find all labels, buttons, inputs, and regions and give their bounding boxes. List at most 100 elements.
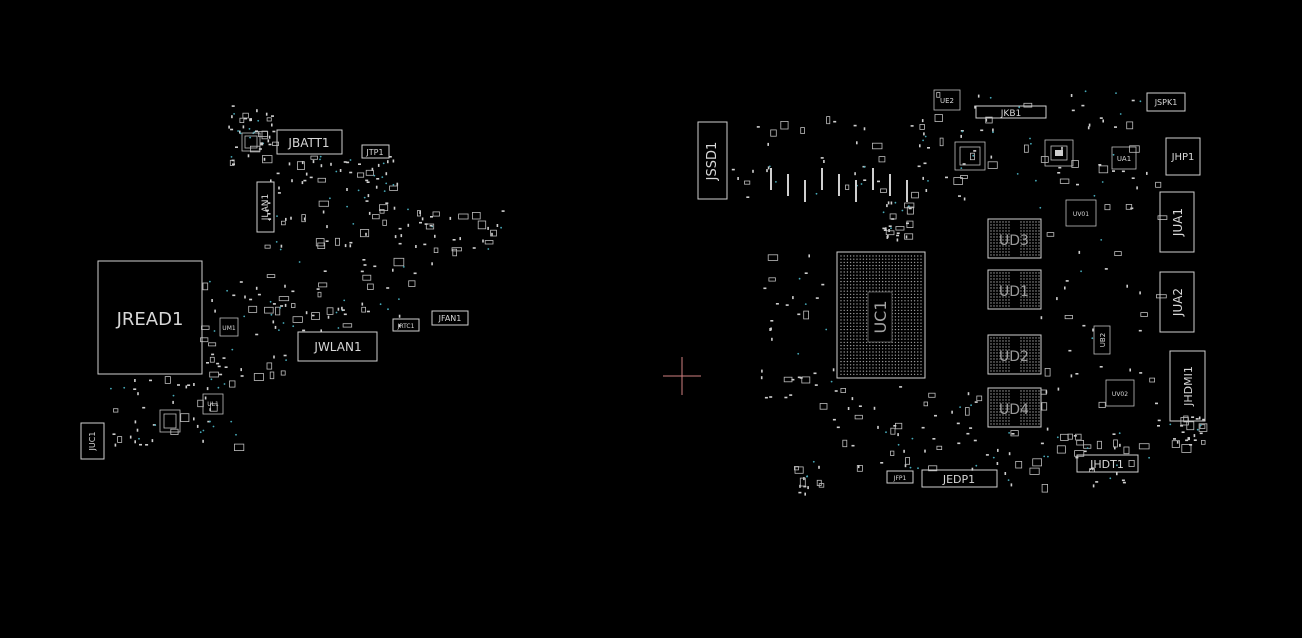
component-juc1[interactable]: JUC1 <box>80 422 105 460</box>
bga-ball <box>910 354 913 356</box>
bga-ball <box>891 344 893 347</box>
passive-component <box>1064 314 1073 320</box>
component-jua1[interactable]: JUA1 <box>1159 191 1195 253</box>
bga-ball <box>1026 281 1028 283</box>
bga-ball <box>913 370 916 372</box>
component-left-ic[interactable] <box>241 132 261 152</box>
bga-ball <box>862 309 865 312</box>
via <box>487 248 490 250</box>
bga-ball <box>913 325 916 328</box>
bga-ball <box>904 332 906 334</box>
component-ud4[interactable]: UD4 <box>987 387 1042 428</box>
smd-pad <box>962 163 966 165</box>
smd-pad <box>365 200 369 202</box>
bga-ball <box>901 284 903 286</box>
bga-ball <box>846 268 849 270</box>
bga-ball <box>1005 272 1007 274</box>
component-uv01[interactable]: UV01 <box>1065 199 1097 227</box>
passive-component <box>826 116 831 125</box>
component-jhdt1[interactable]: JHDT1 <box>1076 454 1139 473</box>
component-uc1[interactable]: UC1 <box>836 251 926 379</box>
component-ud2[interactable]: UD2 <box>987 334 1042 375</box>
bga-ball <box>993 370 995 372</box>
bga-ball <box>1038 414 1040 416</box>
label-jread1: JREAD1 <box>116 309 184 330</box>
passive-component <box>794 466 804 474</box>
bga-ball <box>853 296 855 299</box>
bga-ball <box>1032 299 1034 301</box>
bga-ball <box>891 280 893 283</box>
via <box>804 303 807 305</box>
bga-ball <box>999 364 1001 366</box>
bga-ball <box>1029 287 1031 289</box>
bga-ball <box>999 296 1001 298</box>
component-ue2[interactable]: UE2 <box>933 89 961 111</box>
smd-pad <box>791 378 795 381</box>
bga-ball <box>907 300 909 302</box>
bga-ball <box>875 261 877 264</box>
bga-ball <box>856 261 858 264</box>
component-ud3[interactable]: UD3 <box>987 218 1042 259</box>
bga-ball <box>840 271 842 273</box>
component-jbatt1[interactable]: JBATT1 <box>276 129 343 155</box>
component-jlan1[interactable]: JLAN1 <box>256 181 275 233</box>
bga-ball <box>993 420 995 422</box>
component-jssd1[interactable]: JSSD1 <box>697 121 728 200</box>
smd-pad <box>415 245 417 248</box>
bga-ball <box>878 258 881 260</box>
smd-pad <box>966 432 970 435</box>
smd-pad <box>255 333 259 336</box>
bga-ball <box>1020 221 1022 223</box>
component-ub2[interactable]: UB2 <box>1093 325 1111 355</box>
bga-ball <box>901 300 903 302</box>
bga-ball <box>865 312 868 315</box>
component-uv02[interactable]: UV02 <box>1105 379 1135 407</box>
bga-ball <box>1002 358 1004 360</box>
component-jedp1[interactable]: JEDP1 <box>921 469 998 488</box>
component-um1[interactable]: UM1 <box>219 317 239 337</box>
bga-ball <box>999 305 1001 307</box>
bga-ball <box>865 370 868 372</box>
component-ul1[interactable]: UL1 <box>202 393 224 415</box>
bga-ball <box>859 271 861 273</box>
component-jwlan1[interactable]: JWLAN1 <box>297 331 378 362</box>
component-top-ic-1[interactable] <box>954 141 986 171</box>
smd-pad <box>231 105 235 107</box>
component-jread1[interactable]: JREAD1 <box>97 260 203 375</box>
component-top-ic-2[interactable] <box>1044 139 1074 167</box>
bga-ball <box>999 272 1001 274</box>
smd-pad <box>923 162 927 165</box>
bga-ball <box>907 309 909 312</box>
component-jhdmi1[interactable]: JHDMI1 <box>1169 350 1206 422</box>
smd-pad <box>377 163 380 167</box>
component-jfan1[interactable]: JFAN1 <box>431 310 469 326</box>
bga-ball <box>1032 224 1034 226</box>
component-ud1[interactable]: UD1 <box>987 269 1042 310</box>
bga-ball <box>1035 248 1037 250</box>
component-jrtc1[interactable]: JRTC1 <box>392 318 420 332</box>
component-ua1[interactable]: UA1 <box>1111 146 1137 170</box>
bga-ball <box>1035 239 1037 241</box>
bga-ball <box>993 239 995 241</box>
smd-pad <box>1070 374 1073 378</box>
bga-ball <box>849 284 852 286</box>
component-left-ic-2[interactable] <box>159 409 181 433</box>
passive-component <box>209 371 219 378</box>
smd-pad <box>973 150 977 152</box>
passive-component <box>408 280 416 287</box>
component-jspk1[interactable]: JSPK1 <box>1146 92 1186 112</box>
bga-ball <box>869 351 871 353</box>
component-jkb1[interactable]: JKB1 <box>975 105 1047 119</box>
smd-pad <box>256 109 258 113</box>
bga-ball <box>878 271 881 273</box>
component-jua2[interactable]: JUA2 <box>1159 271 1195 333</box>
passive-component <box>342 323 353 328</box>
inductor-pad <box>787 174 789 196</box>
component-jtp1[interactable]: JTP1 <box>361 144 390 159</box>
bga-ball <box>993 305 995 307</box>
component-jfp1[interactable]: JFP1 <box>886 470 914 484</box>
component-jhp1[interactable]: JHP1 <box>1165 137 1201 176</box>
bga-ball <box>999 242 1001 244</box>
inductor-pad <box>906 180 908 202</box>
